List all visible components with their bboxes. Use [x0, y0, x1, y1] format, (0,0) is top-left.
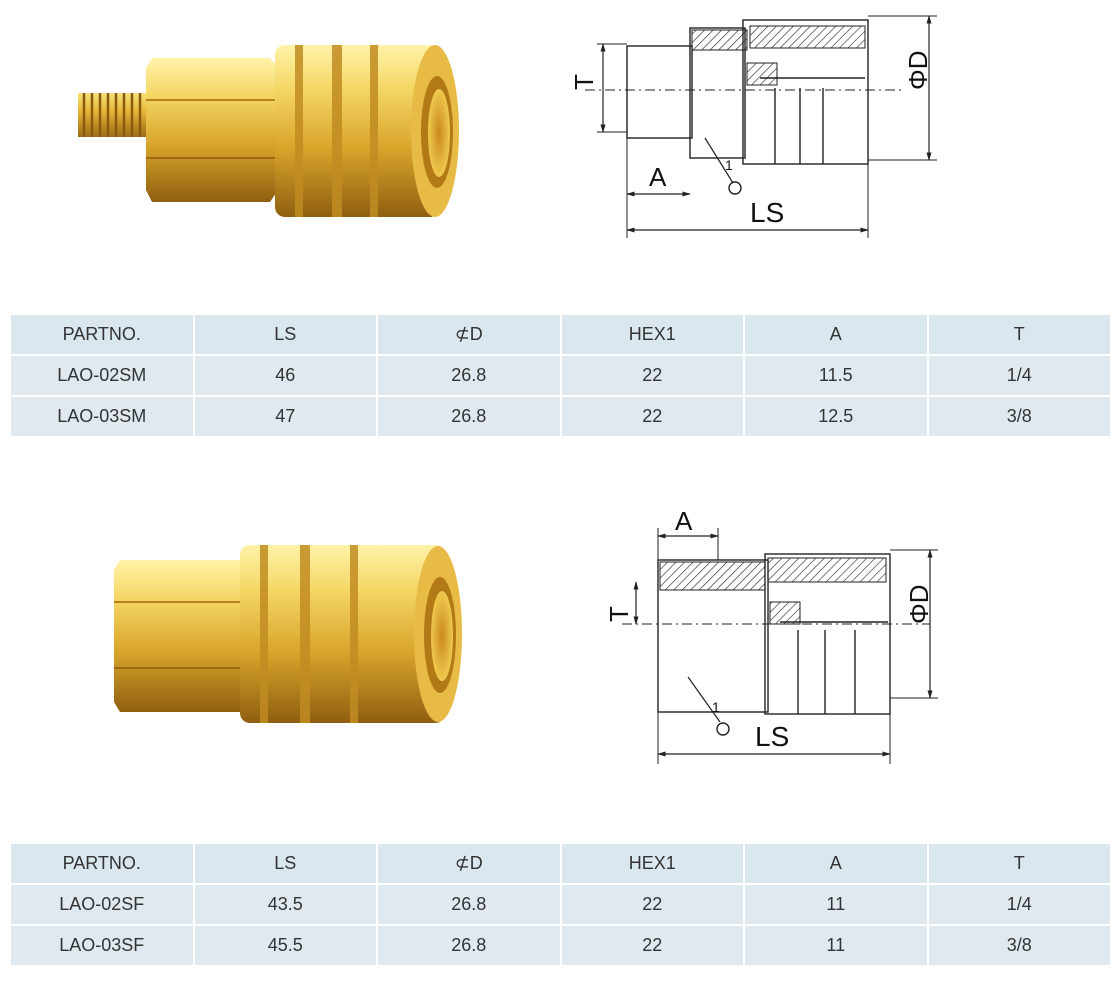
table-cell: 22	[561, 397, 743, 436]
table-cell: LAO-02SF	[11, 885, 193, 924]
table-cell: 11.5	[745, 356, 927, 395]
dim-label-t: T	[569, 74, 599, 90]
table-cell: 3/8	[928, 926, 1110, 965]
table-cell: 26.8	[378, 926, 560, 965]
technical-drawing-male-coupler: T ΦD A LS 1	[569, 15, 937, 238]
header-cell: T	[928, 315, 1110, 354]
table-row: LAO-02SF 43.5 26.8 22 11 1/4	[11, 885, 1110, 924]
dim-label-ls: LS	[750, 197, 784, 228]
table-header-row: PARTNO. LS ⊄D HEX1 A T	[11, 844, 1110, 883]
table-cell: 1/4	[928, 885, 1110, 924]
table-cell: 1/4	[928, 356, 1110, 395]
product-photo-female-coupler	[114, 545, 462, 723]
header-cell: HEX1	[561, 315, 743, 354]
header-cell: PARTNO.	[11, 315, 193, 354]
technical-drawing-female-coupler: T ΦD A LS 1	[604, 506, 938, 764]
dim-label-ls: LS	[755, 721, 789, 752]
header-cell: T	[928, 844, 1110, 883]
table-cell: LAO-03SM	[11, 397, 193, 436]
dim-label-a: A	[675, 506, 693, 536]
spec-table-female: PARTNO. LS ⊄D HEX1 A T LAO-02SF 43.5 26.…	[9, 842, 1112, 967]
table-cell: 46	[194, 356, 376, 395]
dim-label-hex: 1	[725, 157, 733, 173]
table-cell: 22	[561, 885, 743, 924]
header-cell: ⊄D	[378, 844, 560, 883]
table-cell: 26.8	[378, 885, 560, 924]
header-cell: HEX1	[561, 844, 743, 883]
table-cell: LAO-02SM	[11, 356, 193, 395]
table-cell: 45.5	[194, 926, 376, 965]
table-header-row: PARTNO. LS ⊄D HEX1 A T	[11, 315, 1110, 354]
dim-label-phi-d: ΦD	[904, 584, 934, 624]
table-row: LAO-03SF 45.5 26.8 22 11 3/8	[11, 926, 1110, 965]
table-cell: 11	[745, 885, 927, 924]
table-cell: 11	[745, 926, 927, 965]
product-photo-male-coupler	[78, 45, 459, 217]
header-cell: A	[745, 315, 927, 354]
table-cell: 3/8	[928, 397, 1110, 436]
table-cell: 26.8	[378, 397, 560, 436]
dim-label-hex: 1	[712, 699, 720, 715]
table-cell: 12.5	[745, 397, 927, 436]
header-cell: LS	[194, 315, 376, 354]
spec-table-male: PARTNO. LS ⊄D HEX1 A T LAO-02SM 46 26.8 …	[9, 313, 1112, 438]
header-cell: A	[745, 844, 927, 883]
table-cell: 47	[194, 397, 376, 436]
dim-label-t: T	[604, 606, 634, 622]
table-cell: 43.5	[194, 885, 376, 924]
table-cell: 22	[561, 926, 743, 965]
header-cell: LS	[194, 844, 376, 883]
table-row: LAO-02SM 46 26.8 22 11.5 1/4	[11, 356, 1110, 395]
table-cell: LAO-03SF	[11, 926, 193, 965]
table-row: LAO-03SM 47 26.8 22 12.5 3/8	[11, 397, 1110, 436]
dim-label-a: A	[649, 162, 667, 192]
header-cell: ⊄D	[378, 315, 560, 354]
table-cell: 22	[561, 356, 743, 395]
dim-label-phi-d: ΦD	[903, 50, 933, 90]
header-cell: PARTNO.	[11, 844, 193, 883]
table-cell: 26.8	[378, 356, 560, 395]
